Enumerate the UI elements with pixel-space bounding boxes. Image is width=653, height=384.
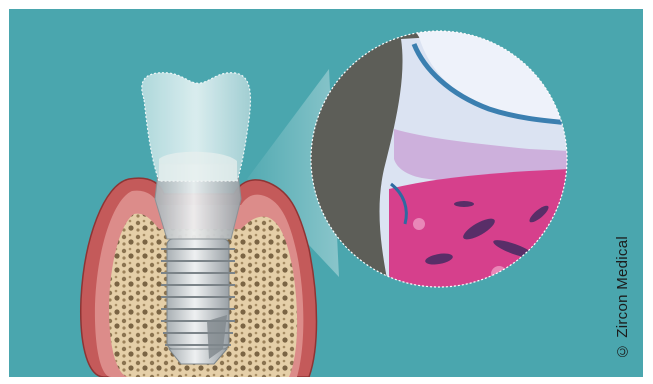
histology-inset bbox=[309, 29, 569, 289]
implant-screw bbox=[161, 239, 235, 364]
illustration-panel: © Zircon Medical bbox=[9, 9, 643, 377]
implant-illustration bbox=[9, 9, 643, 377]
copyright-credit: © Zircon Medical bbox=[614, 236, 631, 360]
